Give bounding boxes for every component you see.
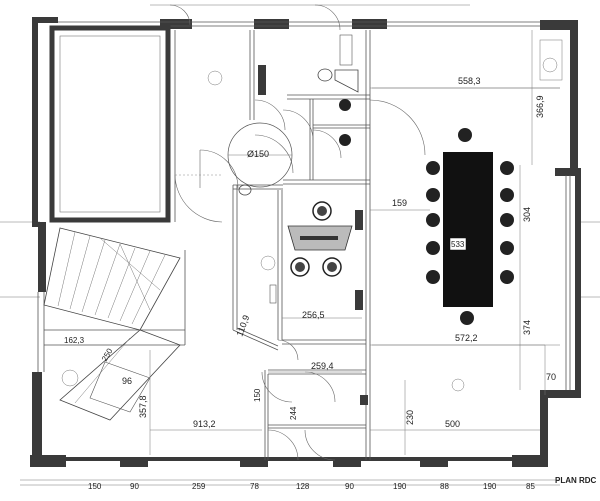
chairs xyxy=(426,128,514,325)
dim-top-right-height: 366,9 xyxy=(535,95,545,118)
dim-bottom-row-8: 190 xyxy=(483,482,497,491)
dim-bottom-row-4: 128 xyxy=(296,482,310,491)
dim-door-w: 244 xyxy=(289,406,298,420)
dim-left-height: 357,8 xyxy=(138,395,148,418)
doors xyxy=(169,4,426,461)
light-well xyxy=(49,25,171,223)
dim-table-side: 304 xyxy=(522,207,532,222)
sanitary xyxy=(238,34,359,196)
exterior-walls xyxy=(30,17,581,467)
dim-mid-gap: 159 xyxy=(392,198,407,208)
dim-left-width: 162,3 xyxy=(64,336,85,345)
partitions xyxy=(44,30,560,460)
dim-bottom-row-7: 88 xyxy=(440,482,449,491)
dim-bottom-row-2: 259 xyxy=(192,482,206,491)
dim-bottom-row-3: 78 xyxy=(250,482,259,491)
dimension-labels: 558,3 366,9 159 304 572,2 374 70 500 230… xyxy=(64,76,556,429)
conference-table xyxy=(443,152,493,307)
dim-bottom-row-9: 85 xyxy=(526,482,535,491)
dim-lower-height: 374 xyxy=(522,320,532,335)
dim-door-h: 150 xyxy=(253,388,262,402)
dim-center-width: 256,5 xyxy=(302,310,325,320)
dim-bottom-small: 230 xyxy=(405,410,415,425)
dim-circle: Ø150 xyxy=(247,149,269,159)
dim-top-right-width: 558,3 xyxy=(458,76,481,86)
lounge-furniture xyxy=(269,201,353,304)
dim-corner: 70 xyxy=(546,372,556,382)
circle-markers xyxy=(61,39,563,392)
dim-left-small: 96 xyxy=(122,376,132,386)
plan-title: PLAN RDC xyxy=(555,476,597,485)
dim-bottom-row-0: 150 xyxy=(88,482,102,491)
turning-circle: Ø150 xyxy=(227,122,293,188)
dimension-lines xyxy=(60,30,560,455)
bottom-dimension-row: 150 90 259 78 128 90 190 88 190 85 xyxy=(88,482,535,491)
dim-bottom-width: 500 xyxy=(445,419,460,429)
staircase xyxy=(43,227,181,421)
meeting-table: 533 xyxy=(426,128,514,325)
dim-bottom-row-5: 90 xyxy=(345,482,354,491)
dim-table-length: 533 xyxy=(451,240,465,249)
dim-center-bottom: 259,4 xyxy=(311,361,334,371)
interior-wall-blocks xyxy=(258,65,368,405)
dim-main-width: 913,2 xyxy=(193,419,216,429)
dim-lower-width: 572,2 xyxy=(455,333,478,343)
dim-bottom-row-1: 90 xyxy=(130,482,139,491)
dim-bottom-row-6: 190 xyxy=(393,482,407,491)
